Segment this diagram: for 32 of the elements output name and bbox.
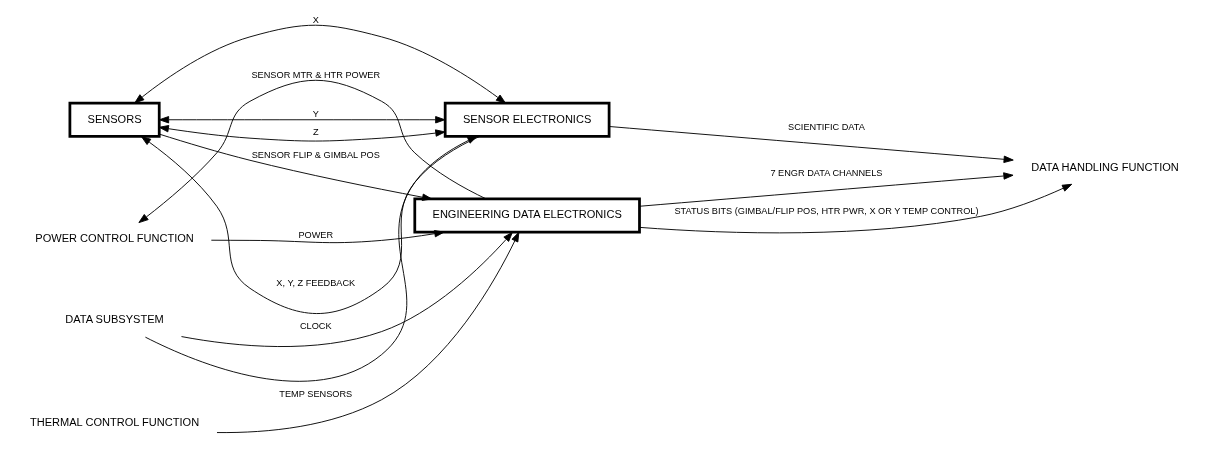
edge-label: Z bbox=[312, 127, 319, 138]
arrow bbox=[158, 125, 446, 142]
edge-label: 7 ENGR DATA CHANNELS bbox=[770, 167, 883, 178]
node-box: SENSORS bbox=[68, 101, 161, 138]
edge-label: STATUS BITS (GIMBAL/FLIP POS, HTR PWR, X OR Y TEMP CONTROL) bbox=[674, 205, 979, 216]
arrow bbox=[159, 116, 446, 124]
edge-label: SENSOR MTR & HTR POWER bbox=[251, 70, 381, 81]
arrow bbox=[138, 79, 487, 224]
arrow bbox=[144, 135, 478, 382]
arrow bbox=[181, 231, 513, 347]
edge-label: SCIENTIFIC DATA bbox=[788, 121, 865, 132]
edge-label: Y bbox=[312, 108, 319, 119]
arrow bbox=[216, 231, 520, 433]
edge-label: CLOCK bbox=[299, 320, 332, 331]
arrow bbox=[608, 126, 1014, 163]
edge-label: TEMP SENSORS bbox=[279, 388, 353, 399]
arrow bbox=[639, 172, 1014, 207]
arrow bbox=[210, 230, 445, 244]
node-text: THERMAL CONTROL FUNCTION bbox=[29, 415, 200, 428]
node-text: POWER CONTROL FUNCTION bbox=[35, 232, 194, 245]
node-box: SENSOR ELECTRONICS bbox=[443, 101, 611, 138]
arrow bbox=[158, 133, 433, 201]
edge-label: X, Y, Z FEEDBACK bbox=[276, 277, 356, 288]
node-text: DATA SUBSYSTEM bbox=[65, 313, 164, 326]
node-text: DATA HANDLING FUNCTION bbox=[1031, 160, 1179, 173]
arrow bbox=[141, 135, 481, 314]
arrow bbox=[134, 24, 506, 104]
arrow bbox=[639, 183, 1073, 234]
node-box: ENGINEERING DATA ELECTRONICS bbox=[413, 197, 641, 234]
edge-label: SENSOR FLIP & GIMBAL POS bbox=[251, 149, 380, 160]
edge-label: X bbox=[312, 15, 319, 26]
edge-label: POWER bbox=[298, 229, 334, 240]
